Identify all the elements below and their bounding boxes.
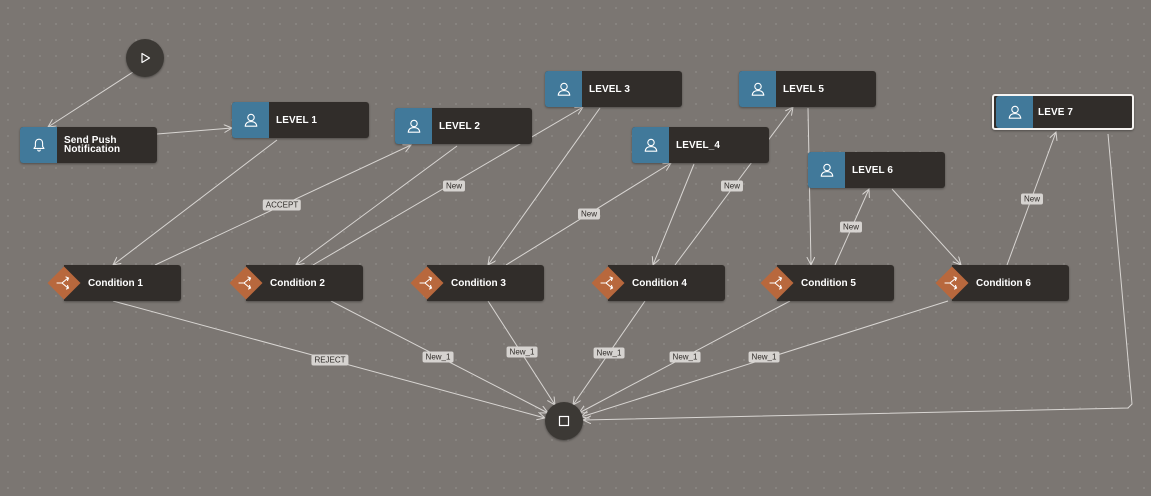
condition-body <box>427 265 544 301</box>
node-label: LEVEL 1 <box>276 114 318 126</box>
condition-body <box>608 265 725 301</box>
edge-label-c6-l7[interactable]: New <box>1020 193 1044 205</box>
user-icon <box>557 82 570 96</box>
level-3-node[interactable]: LEVEL 3 <box>545 71 682 107</box>
play-icon <box>141 52 151 64</box>
node-label: LEVEL 2 <box>439 120 481 132</box>
condition-label: Condition 1 <box>88 277 143 289</box>
node-label: LEVE 7 <box>1038 106 1074 118</box>
user-icon <box>644 138 657 152</box>
edge-label-c2-end[interactable]: New_1 <box>422 351 454 363</box>
edge-l4-c4[interactable] <box>653 163 695 265</box>
edge-label-c5-l6[interactable]: New <box>839 221 863 233</box>
bell-icon <box>32 138 45 152</box>
user-icon <box>751 82 764 96</box>
edge-l7-end[interactable] <box>583 133 1133 420</box>
user-icon <box>820 163 833 177</box>
condition-5-node[interactable]: Condition 5 <box>757 265 897 301</box>
level-7-node[interactable]: LEVE 7 <box>992 94 1134 130</box>
stop-icon <box>558 415 570 427</box>
edge-push-l1[interactable] <box>156 128 232 135</box>
edge-l1-c1[interactable] <box>113 139 278 265</box>
user-icon <box>1008 105 1021 119</box>
condition-body <box>952 265 1069 301</box>
edge-label-accept[interactable]: ACCEPT <box>262 199 302 211</box>
condition-label: Condition 3 <box>451 277 506 289</box>
user-icon-box <box>808 152 845 188</box>
edge-label-c5-end[interactable]: New_1 <box>669 351 701 363</box>
edge-label-c2-l3[interactable]: New <box>442 180 466 192</box>
edge-start-push[interactable] <box>48 71 134 127</box>
condition-label: Condition 6 <box>976 277 1031 289</box>
send-push-notification-node[interactable]: Send Push Notification <box>20 127 157 163</box>
branch-icon <box>591 266 625 300</box>
edge-label-reject[interactable]: REJECT <box>311 354 349 366</box>
condition-3-node[interactable]: Condition 3 <box>407 265 547 301</box>
level-5-node[interactable]: LEVEL 5 <box>739 71 876 107</box>
node-label: LEVEL 5 <box>783 83 825 95</box>
branch-icon <box>229 266 263 300</box>
condition-1-node[interactable]: Condition 1 <box>44 265 184 301</box>
edge-label-c4-end[interactable]: New_1 <box>593 347 625 359</box>
condition-4-node[interactable]: Condition 4 <box>588 265 728 301</box>
level-6-node[interactable]: LEVEL 6 <box>808 152 945 188</box>
condition-label: Condition 5 <box>801 277 856 289</box>
edge-label-c3-l4[interactable]: New <box>577 208 601 220</box>
condition-body <box>64 265 181 301</box>
node-label: LEVEL 6 <box>852 164 894 176</box>
condition-label: Condition 2 <box>270 277 325 289</box>
user-icon-box <box>395 108 432 144</box>
condition-6-node[interactable]: Condition 6 <box>932 265 1072 301</box>
end-node[interactable] <box>545 402 583 440</box>
node-label: Send Push Notification <box>64 135 121 155</box>
branch-icon <box>760 266 794 300</box>
user-icon-box <box>632 127 669 163</box>
condition-label: Condition 4 <box>632 277 687 289</box>
start-node[interactable] <box>126 39 164 77</box>
node-label: LEVEL_4 <box>676 139 721 151</box>
condition-2-node[interactable]: Condition 2 <box>226 265 366 301</box>
branch-icon <box>47 266 81 300</box>
edge-l6-c6[interactable] <box>891 188 961 265</box>
edge-l2-c2[interactable] <box>296 145 458 265</box>
user-icon-box <box>739 71 776 107</box>
branch-icon <box>410 266 444 300</box>
level-4-node[interactable]: LEVEL_4 <box>632 127 769 163</box>
node-label: LEVEL 3 <box>589 83 631 95</box>
level-1-node[interactable]: LEVEL 1 <box>232 102 369 138</box>
level-2-node[interactable]: LEVEL 2 <box>395 108 532 144</box>
condition-body <box>246 265 363 301</box>
edge-l3-c3[interactable] <box>488 107 601 265</box>
user-icon-box <box>996 96 1033 128</box>
notification-icon-box <box>20 127 57 163</box>
edge-label-c6-end[interactable]: New_1 <box>748 351 780 363</box>
user-icon <box>407 119 420 133</box>
branch-icon <box>935 266 969 300</box>
user-icon-box <box>232 102 269 138</box>
edge-label-c3-end[interactable]: New_1 <box>506 346 538 358</box>
user-icon-box <box>545 71 582 107</box>
condition-body <box>777 265 894 301</box>
user-icon <box>244 113 257 127</box>
edge-label-c4-l5[interactable]: New <box>720 180 744 192</box>
